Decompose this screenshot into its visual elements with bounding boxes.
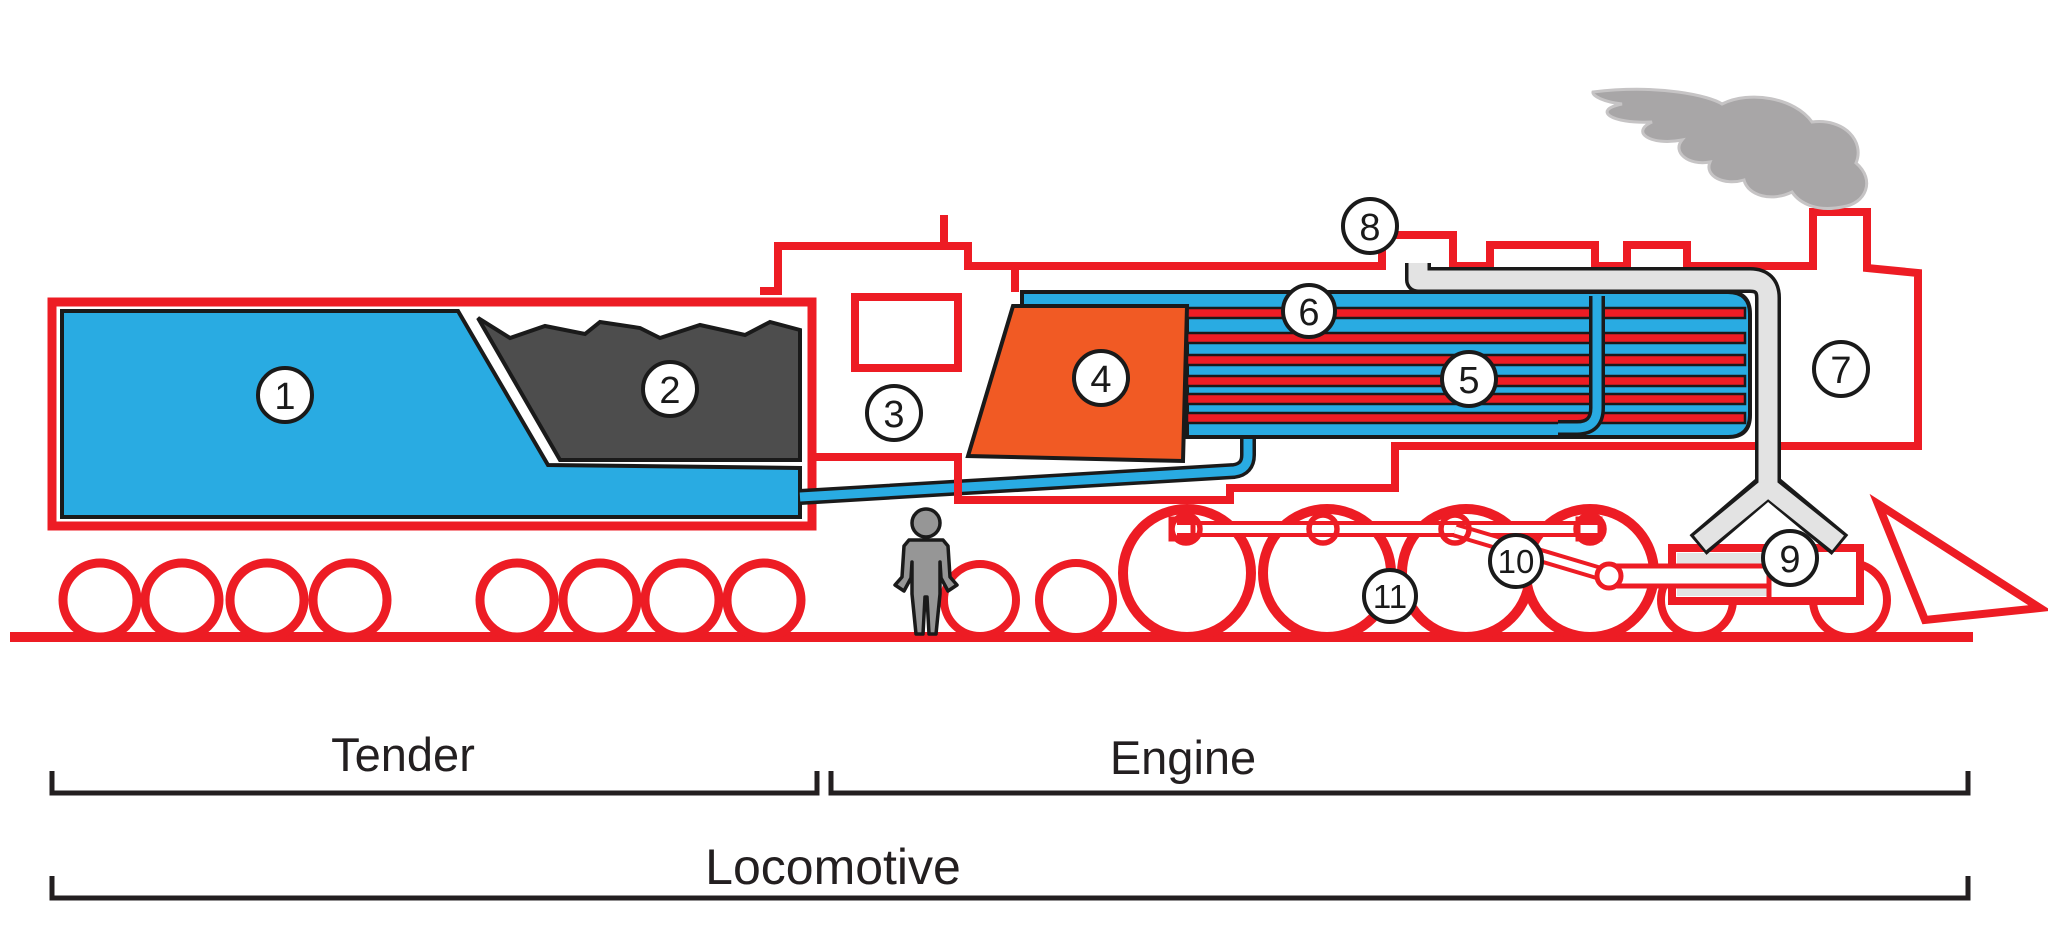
side-rod	[1168, 516, 1603, 542]
callout-11-number: 11	[1373, 578, 1407, 615]
engine-body	[760, 208, 1922, 505]
tender-wheel	[225, 558, 309, 642]
section-labels: Tender Engine Locomotive	[49, 728, 1971, 901]
crank-pin	[1169, 512, 1203, 546]
piston-rod	[1604, 563, 1772, 589]
callout-5-number: 5	[1458, 360, 1479, 402]
leading-wheel	[940, 560, 1020, 640]
cab-window	[851, 293, 962, 372]
steam-dry-pipe	[1405, 263, 1849, 555]
tender-coal	[476, 316, 802, 462]
tender-wheel	[58, 558, 142, 642]
callout-5: 5	[1440, 350, 1498, 408]
tender-bracket	[49, 771, 820, 796]
tender-wheel	[640, 558, 724, 642]
callout-6: 6	[1281, 283, 1337, 339]
tender-wheel	[308, 558, 392, 642]
tender-label: Tender	[331, 728, 475, 781]
callout-6-number: 6	[1298, 292, 1319, 334]
crank-pin	[1573, 512, 1607, 546]
tender-wheels	[58, 558, 806, 642]
locomotive-bracket	[49, 876, 1971, 901]
engine-label: Engine	[1110, 731, 1256, 784]
fire-tube	[1185, 411, 1747, 425]
person-figure	[893, 507, 959, 636]
callouts: 1 2 3 4 5 6 7 8	[256, 197, 1870, 624]
tender-water	[60, 309, 802, 519]
fire-tube	[1185, 306, 1747, 320]
pilot-cowcatcher	[1869, 493, 2048, 625]
tender-wheel	[722, 558, 806, 642]
callout-10: 10	[1488, 533, 1544, 589]
tender-wheel	[140, 558, 224, 642]
callout-9-number: 9	[1779, 539, 1800, 581]
callout-8: 8	[1341, 197, 1399, 255]
callout-10-number: 10	[1498, 543, 1535, 580]
tender	[47, 297, 817, 531]
boiler-standpipe	[1558, 296, 1605, 436]
leading-wheel	[1035, 559, 1117, 641]
driving-wheel	[1118, 504, 1256, 642]
crank-pin	[1438, 512, 1472, 546]
crank-pin	[1306, 512, 1340, 546]
callout-7: 7	[1812, 340, 1870, 398]
callout-1: 1	[256, 366, 314, 424]
callout-2-number: 2	[659, 370, 680, 412]
callout-8-number: 8	[1359, 207, 1380, 249]
fire-tube	[1185, 331, 1747, 345]
person-body	[893, 538, 959, 636]
person-head	[910, 507, 942, 539]
smoke-cloud	[1591, 87, 1869, 210]
tender-wheel	[475, 558, 559, 642]
callout-7-number: 7	[1830, 350, 1851, 392]
tender-wheel	[558, 558, 642, 642]
engine-outline	[760, 208, 1922, 504]
feedwater-pipe	[799, 436, 1256, 505]
engine-bracket	[828, 771, 1971, 796]
callout-3: 3	[865, 384, 923, 442]
callout-11: 11	[1362, 568, 1418, 624]
callout-9: 9	[1761, 529, 1819, 587]
callout-4: 4	[1072, 349, 1130, 407]
locomotive-label: Locomotive	[705, 839, 961, 895]
crosshead-pin	[1594, 561, 1624, 591]
callout-4-number: 4	[1090, 359, 1111, 401]
callout-3-number: 3	[883, 394, 904, 436]
callout-1-number: 1	[274, 376, 295, 418]
callout-2: 2	[641, 360, 699, 418]
